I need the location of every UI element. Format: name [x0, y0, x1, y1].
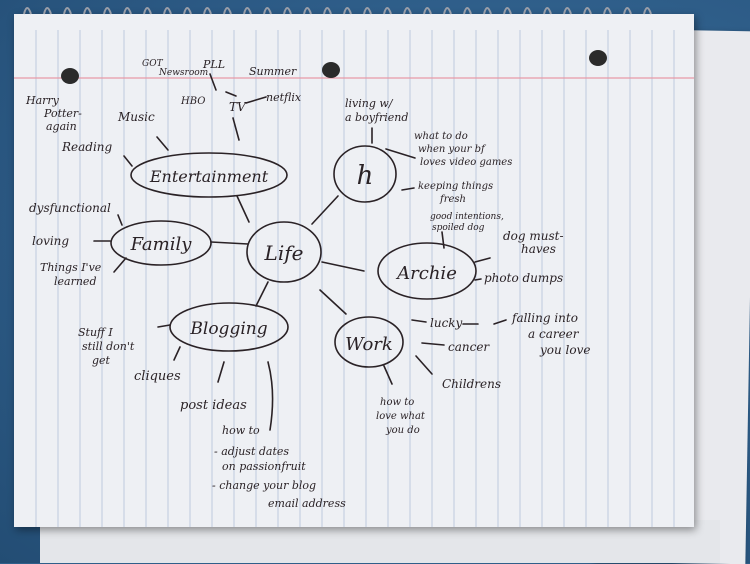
- note-tv: TV: [229, 100, 247, 114]
- note-stuff-1: Stuff I: [78, 326, 113, 339]
- note-loving: loving: [32, 234, 69, 248]
- note-cancer: cancer: [448, 340, 490, 354]
- bubble-family: [110, 220, 212, 266]
- note-childrens: Childrens: [442, 377, 501, 391]
- note-dysfunctional: dysfunctional: [29, 201, 111, 215]
- note-harry-1: Harry: [25, 94, 60, 107]
- note-falling-2: a career: [528, 327, 580, 341]
- entertainment-notes: Music Reading Harry Potter- again TV HBO…: [25, 58, 302, 154]
- note-hbo: HBO: [180, 96, 205, 107]
- note-music: Music: [117, 110, 155, 124]
- bubble-h: [333, 145, 397, 203]
- note-living-2: a boyfriend: [345, 111, 408, 124]
- note-lovewhat-2: love what: [376, 411, 426, 422]
- topic-bubbles: [110, 145, 477, 368]
- note-cliques: cliques: [134, 369, 181, 384]
- label-family: Family: [130, 234, 193, 255]
- label-entertainment: Entertainment: [149, 167, 269, 186]
- note-things-1: Things I've: [40, 261, 102, 274]
- note-fresh-2: fresh: [439, 194, 466, 205]
- note-howto-3: on passionfruit: [222, 460, 306, 473]
- note-howto-4: - change your blog: [212, 479, 316, 492]
- topic-labels: Entertainment Family Life h Archie Work …: [130, 161, 457, 355]
- family-notes: dysfunctional loving Things I've learned: [29, 201, 111, 288]
- notebook-page: [14, 14, 694, 527]
- note-games-3: loves video games: [420, 157, 512, 168]
- note-games-2: when your bf: [418, 144, 487, 155]
- label-archie: Archie: [395, 263, 457, 284]
- note-howto-2: - adjust dates: [214, 445, 289, 458]
- note-netflix: netflix: [266, 91, 302, 104]
- work-notes: lucky falling into a career you love can…: [376, 311, 591, 436]
- note-howto-1: how to: [222, 424, 260, 437]
- bubble-life: [246, 221, 322, 283]
- archie-notes: good intentions, spoiled dog dog must- h…: [430, 212, 564, 285]
- punch-holes: [61, 50, 607, 84]
- note-reading: Reading: [61, 140, 113, 154]
- note-living-1: living w/: [345, 97, 394, 110]
- note-musthave-2: haves: [521, 242, 556, 256]
- note-harry-2: Potter-: [43, 107, 82, 120]
- note-things-2: learned: [54, 275, 96, 288]
- note-photo-dumps: photo dumps: [484, 271, 563, 285]
- bubble-entertainment: [130, 152, 288, 198]
- note-got: GOT: [142, 59, 164, 69]
- note-stuff-2: still don't: [82, 340, 135, 353]
- bubble-blogging: [169, 302, 289, 352]
- note-fresh-1: keeping things: [418, 181, 493, 192]
- note-falling-3: you love: [539, 343, 591, 357]
- ruled-lines: [35, 30, 675, 527]
- note-summer: Summer: [249, 65, 297, 78]
- label-work: Work: [345, 334, 393, 355]
- label-h: h: [357, 161, 374, 191]
- note-lovewhat-1: how to: [380, 397, 414, 408]
- note-pll: PLL: [202, 58, 225, 71]
- label-blogging: Blogging: [189, 319, 267, 339]
- label-life: Life: [264, 241, 304, 265]
- note-harry-3: again: [46, 120, 77, 133]
- note-stuff-3: get: [92, 354, 111, 367]
- blogging-notes: Stuff I still don't get cliques post ide…: [78, 326, 346, 510]
- note-falling-1: falling into: [511, 311, 578, 325]
- note-musthave-1: dog must-: [503, 229, 564, 243]
- note-games-1: what to do: [414, 131, 468, 142]
- note-lucky: lucky: [430, 316, 463, 330]
- note-lovewhat-3: you do: [385, 425, 420, 436]
- bubble-work: [334, 316, 404, 368]
- h-notes: living w/ a boyfriend what to do when yo…: [345, 97, 512, 205]
- note-newsroom: Newsroom: [158, 68, 208, 78]
- note-intentions-1: good intentions,: [430, 212, 504, 222]
- note-post-ideas: post ideas: [180, 398, 247, 413]
- spiral-binding: [23, 7, 652, 15]
- bubble-archie: [377, 242, 477, 300]
- underlying-paper-bottom: [40, 520, 720, 563]
- note-intentions-2: spoiled dog: [432, 223, 485, 233]
- connectors: [93, 73, 507, 431]
- note-howto-5: email address: [268, 497, 346, 510]
